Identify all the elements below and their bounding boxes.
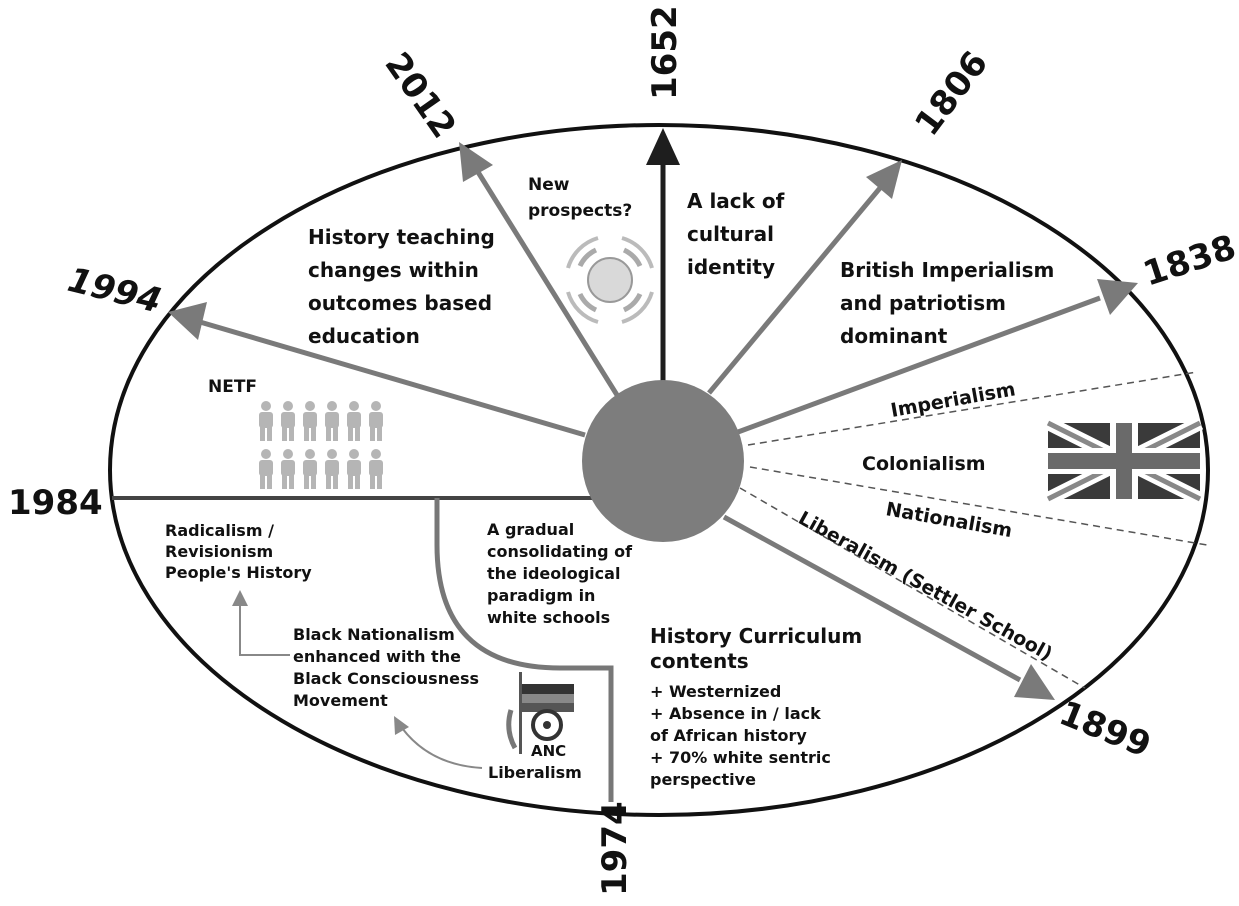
person-icon	[303, 449, 317, 489]
year-1838: 1838	[1138, 227, 1239, 294]
outer-ellipse	[108, 123, 1210, 817]
ideology-colonialism: Colonialism	[862, 453, 986, 475]
curriculum-items: + Westernized + Absence in / lack of Afr…	[650, 682, 836, 789]
arrow-1838	[737, 279, 1138, 435]
arrow-1994	[168, 302, 586, 438]
radicalism-label: Radicalism / Revisionism People's Histor…	[165, 521, 312, 582]
lack-identity-label: A lack of cultural identity	[687, 189, 791, 279]
gradual-consolidating-label: A gradual consolidating of the ideologic…	[487, 520, 638, 627]
year-1984: 1984	[8, 483, 103, 523]
person-icon	[369, 449, 383, 489]
year-1652: 1652	[645, 5, 685, 100]
curriculum-title: History Curriculum contents	[650, 624, 869, 673]
person-icon	[259, 401, 273, 441]
person-icon	[303, 401, 317, 441]
arrow-2012	[459, 142, 620, 397]
dashed-line-liberalism	[739, 487, 1086, 689]
year-1974: 1974	[595, 801, 635, 896]
black-nationalism-label: Black Nationalism enhanced with the Blac…	[293, 625, 485, 710]
year-1994: 1994	[64, 260, 166, 322]
person-icon	[369, 401, 383, 441]
dashed-line-imperialism	[747, 371, 1198, 446]
arrow-1652	[646, 128, 680, 383]
liberalism-label: Liberalism	[488, 763, 582, 782]
dashed-line-colonialism	[749, 466, 1208, 546]
person-icon	[325, 401, 339, 441]
ideology-imperialism: Imperialism	[889, 378, 1017, 422]
arrow-to-radicalism	[232, 590, 290, 656]
person-icon	[259, 449, 273, 489]
person-icon	[325, 449, 339, 489]
arrow-liberalism-to-black-nationalism	[394, 716, 483, 769]
anc-logo-icon: ANC	[506, 672, 574, 760]
history-teaching-label: History teaching changes within outcomes…	[308, 225, 502, 348]
arrow-1899	[722, 514, 1055, 700]
netf-label: NETF	[208, 377, 257, 397]
svg-text:ANC: ANC	[531, 742, 566, 760]
arrow-1806	[707, 160, 902, 395]
union-jack-flag-icon	[1044, 416, 1204, 506]
ideology-nationalism: Nationalism	[884, 498, 1014, 542]
hub-circle	[582, 380, 744, 542]
year-1899: 1899	[1054, 693, 1157, 766]
target-icon	[566, 236, 654, 324]
british-imperialism-label: British Imperialism and patriotism domin…	[840, 258, 1061, 348]
person-icon	[281, 401, 295, 441]
divider-1974	[434, 498, 614, 802]
person-icon	[347, 401, 361, 441]
person-icon	[281, 449, 295, 489]
year-2012: 2012	[377, 45, 464, 145]
new-prospects-label: New prospects?	[528, 175, 632, 221]
year-1806: 1806	[907, 44, 996, 144]
people-icon-group	[259, 401, 383, 489]
person-icon	[347, 449, 361, 489]
